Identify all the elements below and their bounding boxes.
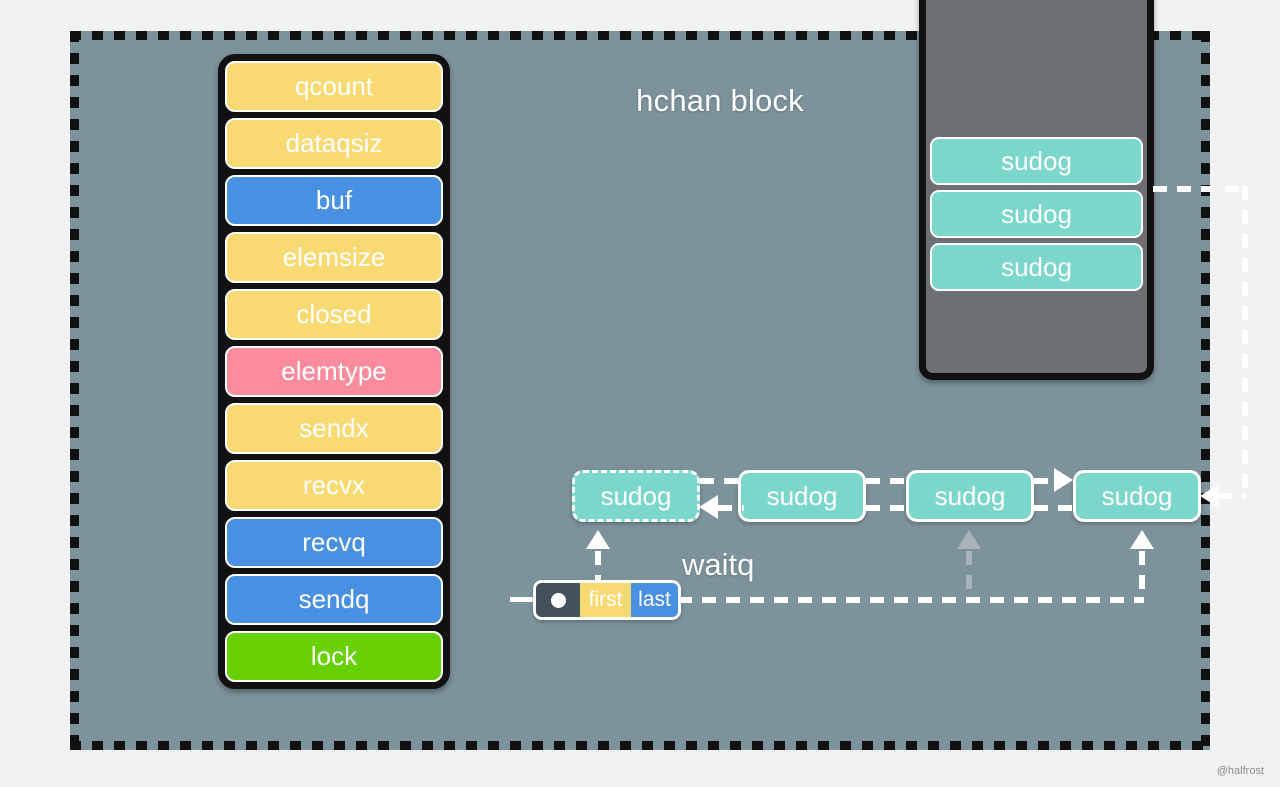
arrow-left-icon	[1200, 484, 1219, 508]
waitq-last-field[interactable]: last	[631, 583, 678, 617]
link-first-to-node1	[595, 551, 601, 581]
recvq-to-waitq-stub	[510, 597, 540, 602]
waitq-node-label: sudog	[1101, 480, 1173, 511]
hchan-field-label: recvq	[302, 527, 366, 557]
sudog-block-slot-label: sudog	[1001, 251, 1072, 282]
hchan-field-recvx[interactable]: recvx	[225, 460, 443, 511]
hchan-field-recvq[interactable]: recvq	[225, 517, 443, 568]
hchan-field-label: qcount	[294, 71, 374, 101]
sudog-memory-block: sudog sudog sudog	[919, 0, 1154, 380]
sudog-block-slot-1[interactable]: sudog	[930, 137, 1143, 185]
sudog-block-slot-label: sudog	[1001, 198, 1072, 229]
watermark: @halfrost	[1216, 765, 1264, 777]
waitq-first-label: first	[588, 588, 623, 611]
waitq-node-3[interactable]: sudog	[906, 470, 1034, 522]
link-node1-node2-next	[700, 478, 744, 484]
waitq-node-4[interactable]: sudog	[1073, 470, 1201, 522]
waitq-last-label: last	[638, 588, 671, 611]
hchan-field-elemsize[interactable]: elemsize	[225, 232, 443, 283]
link-block-to-node4-h-top	[1153, 186, 1245, 192]
link-node3-node4-next	[1034, 478, 1056, 484]
sudog-block-slot-2[interactable]: sudog	[930, 190, 1143, 238]
waitq-node-label: sudog	[766, 480, 838, 511]
hchan-field-sendq[interactable]: sendq	[225, 574, 443, 625]
link-node4-node3-prev	[1034, 505, 1076, 511]
arrow-up-icon	[957, 530, 981, 549]
hchan-field-lock[interactable]: lock	[225, 631, 443, 682]
link-node2-node1-prev	[718, 505, 744, 511]
sudog-block-slot-3[interactable]: sudog	[930, 243, 1143, 291]
pointer-dot-icon	[550, 592, 566, 608]
hchan-field-closed[interactable]: closed	[225, 289, 443, 340]
hchan-field-label: sendx	[299, 413, 369, 443]
hchan-field-label: recvx	[302, 470, 366, 500]
hchan-field-buf[interactable]: buf	[225, 175, 443, 226]
hchan-field-label: elemtype	[281, 356, 387, 386]
hchan-field-qcount[interactable]: qcount	[225, 61, 443, 112]
hchan-block-title: hchan block	[636, 83, 804, 118]
hchan-field-sendx[interactable]: sendx	[225, 403, 443, 454]
hchan-block-container: hchan block qcount dataqsiz buf elemsize…	[70, 0, 1248, 750]
link-block-to-node4-v	[1242, 186, 1248, 494]
arrow-up-icon	[586, 530, 610, 549]
waitq-pointer-cell	[536, 583, 580, 617]
waitq-node-2[interactable]: sudog	[738, 470, 866, 522]
hchan-struct-fields: qcount dataqsiz buf elemsize closed elem…	[218, 54, 450, 689]
hchan-field-label: closed	[296, 299, 372, 329]
arrow-left-icon	[699, 495, 718, 519]
waitq-label: waitq	[682, 547, 755, 582]
sudog-block-empty-slot	[930, 0, 1143, 132]
waitq-first-field[interactable]: first	[580, 583, 631, 617]
hchan-field-label: elemsize	[282, 242, 386, 272]
link-last-to-node4-h	[678, 597, 1144, 603]
waitq-node-label: sudog	[600, 480, 672, 511]
hchan-field-dataqsiz[interactable]: dataqsiz	[225, 118, 443, 169]
hchan-field-label: sendq	[298, 584, 370, 614]
hchan-field-elemtype[interactable]: elemtype	[225, 346, 443, 397]
sudog-block-slot-label: sudog	[1001, 145, 1072, 176]
link-last-to-node4-v	[1139, 551, 1145, 599]
link-block-to-node4-h-bottom	[1218, 493, 1246, 499]
arrow-right-icon	[1054, 468, 1073, 492]
hchan-field-label: lock	[310, 641, 358, 671]
sudog-block-empty-slot	[930, 296, 1143, 391]
waitq-struct[interactable]: first last	[533, 580, 681, 620]
waitq-node-label: sudog	[934, 480, 1006, 511]
arrow-up-icon	[1130, 530, 1154, 549]
hchan-field-label: dataqsiz	[285, 128, 383, 158]
link-ghost-to-node3-v	[966, 551, 972, 599]
waitq-node-1[interactable]: sudog	[572, 470, 700, 522]
hchan-field-label: buf	[315, 185, 353, 215]
link-node2-node3-next	[866, 478, 908, 484]
link-node3-node2-prev	[866, 505, 908, 511]
